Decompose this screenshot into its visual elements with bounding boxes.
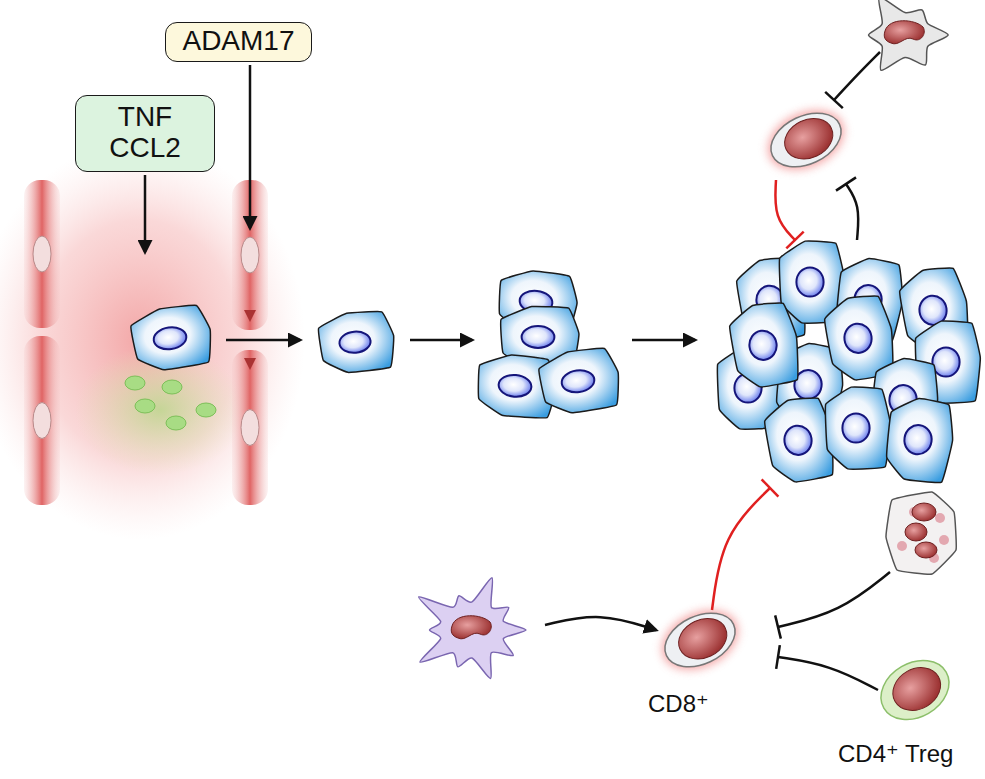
shift-arrow xyxy=(244,358,256,370)
factor-box: ADAM17 xyxy=(165,22,312,62)
chemokine-vesicle xyxy=(196,403,216,417)
endothelial-cell xyxy=(232,350,268,505)
tumor-cell xyxy=(317,309,396,374)
activation-arrow xyxy=(545,617,656,630)
chemokine-vesicle xyxy=(166,416,186,430)
inhibition-line-bar xyxy=(775,615,781,638)
cell-label: CD8⁺ xyxy=(648,690,709,718)
tumor-cell xyxy=(537,345,623,416)
chemokine-vesicle xyxy=(135,399,155,413)
inhibition-line xyxy=(778,572,890,627)
treg-cell xyxy=(870,649,959,732)
migrating-tumor-cell xyxy=(129,302,215,373)
factor-box: TNF CCL2 xyxy=(75,95,215,172)
t-cell xyxy=(758,99,853,182)
signal-arrow xyxy=(144,175,147,252)
inhibition-line xyxy=(778,657,878,690)
chemokine-vesicle xyxy=(162,380,182,394)
progression-arrow xyxy=(632,339,695,342)
inflamed-region xyxy=(0,140,305,540)
endothelial-cell xyxy=(24,336,60,505)
chemokine-vesicle xyxy=(125,376,145,390)
inhibition-line-bar xyxy=(776,645,780,669)
killing-line xyxy=(775,180,795,240)
progression-arrow xyxy=(226,339,300,342)
factor-label: ADAM17 xyxy=(180,26,297,57)
cd8-t-cell xyxy=(652,599,747,682)
tumor-cell xyxy=(825,387,890,469)
dendritic-cell xyxy=(869,0,949,70)
inhibition-line xyxy=(846,184,858,240)
myeloid-suppressor-cell xyxy=(886,492,956,574)
tumor-cell xyxy=(882,395,958,485)
shift-arrow xyxy=(244,310,256,322)
tumor-cell xyxy=(727,300,803,390)
endothelial-cell xyxy=(24,180,60,328)
progression-arrow xyxy=(410,339,472,342)
signal-arrow xyxy=(249,65,252,228)
inhibition-line-bar xyxy=(836,177,856,190)
killing-line xyxy=(712,488,770,610)
dendritic-cell xyxy=(419,578,526,679)
factor-label: TNF CCL2 xyxy=(98,102,192,164)
cell-label: CD4⁺ Treg xyxy=(838,740,953,768)
killing-line-bar xyxy=(762,479,779,496)
inhibition-line-bar xyxy=(825,92,843,108)
killing-line-bar xyxy=(786,232,803,249)
inhibition-line xyxy=(834,52,880,100)
